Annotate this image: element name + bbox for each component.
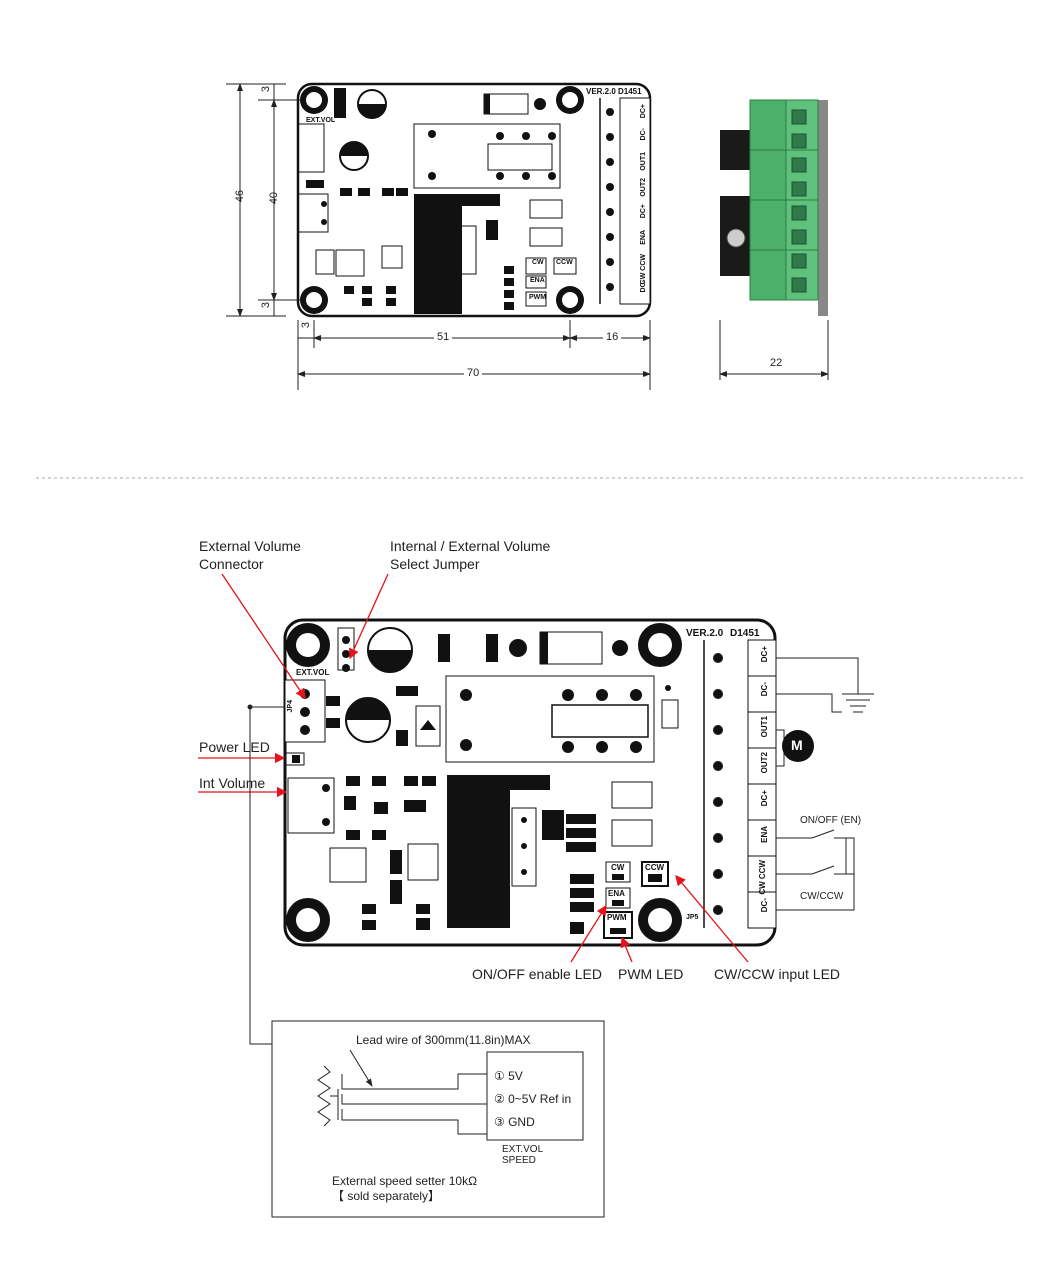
- pcb-led-ccw: CCW: [645, 863, 665, 872]
- pcb-jp5: JP5: [686, 914, 699, 921]
- ext-vol-box-label-1: EXT.VOL: [502, 1144, 544, 1155]
- top-led-pwm: PWM: [529, 294, 547, 301]
- pcb-jp4: JP4: [287, 700, 294, 713]
- side-view: [720, 99, 828, 316]
- pin-5v: ① 5V: [494, 1069, 523, 1083]
- main-pcb-drawing: [283, 618, 777, 947]
- dim-inner-w: 51: [434, 331, 453, 343]
- ext-setter-box: [271, 1020, 605, 1218]
- pcb-term-8: DC-: [760, 898, 769, 913]
- pcb-term-1: DC+: [760, 646, 769, 663]
- label-pwm-led: PWM LED: [618, 966, 684, 982]
- label-on-off-led: ON/OFF enable LED: [472, 966, 602, 982]
- dim-side-w: 22: [770, 357, 783, 369]
- label-power-led: Power LED: [199, 739, 270, 755]
- label-int-volume: Int Volume: [199, 775, 266, 791]
- pcb-led-pwm: PWM: [607, 913, 627, 922]
- top-model: D1451: [618, 87, 642, 96]
- pcb-term-4: OUT2: [760, 752, 769, 774]
- pcb-led-cw: CW: [611, 863, 625, 872]
- dim-h-total: 46: [234, 190, 246, 203]
- setter-caption-2: 【 sold separately】: [332, 1189, 441, 1203]
- label-on-off-en: ON/OFF (EN): [800, 815, 862, 826]
- top-term-3: OUT1: [640, 152, 647, 171]
- ext-vol-link: [247, 704, 285, 1045]
- dim-right-w: 16: [603, 331, 622, 343]
- dim-h-inner: 40: [268, 192, 280, 205]
- top-term-6: ENA: [640, 230, 647, 245]
- pcb-term-3: OUT1: [760, 716, 769, 738]
- top-term-8: DC-: [640, 280, 647, 293]
- dim-total-w: 70: [464, 367, 483, 379]
- top-term-2: DC-: [640, 128, 647, 141]
- pin-gnd: ③ GND: [494, 1115, 535, 1129]
- pcb-ext-vol: EXT.VOL: [296, 668, 330, 677]
- pcb-term-7: CW CCW: [758, 860, 767, 895]
- motor-symbol: [782, 730, 814, 762]
- pcb-led-ena: ENA: [608, 889, 625, 898]
- label-ext-vol-connector-2: Connector: [199, 556, 264, 572]
- top-ext-vol: EXT.VOL: [306, 117, 336, 124]
- dim-top-margin: 3: [260, 86, 272, 93]
- label-cw-ccw-led: CW/CCW input LED: [714, 966, 841, 982]
- label-cw-ccw: CW/CCW: [800, 891, 844, 902]
- top-term-1: DC+: [640, 104, 647, 119]
- pcb-term-5: DC+: [760, 790, 769, 807]
- pcb-term-2: DC-: [760, 682, 769, 697]
- dim-bottom-margin: 3: [260, 302, 272, 309]
- label-ext-vol-connector-1: External Volume: [199, 538, 301, 554]
- top-term-5: DC+: [640, 204, 647, 219]
- motor-label: M: [791, 737, 803, 753]
- top-term-4: OUT2: [640, 178, 647, 197]
- ext-vol-box-label-2: SPEED: [502, 1155, 536, 1166]
- annotation-lines: [198, 573, 749, 963]
- label-jumper-2: Select Jumper: [390, 556, 480, 572]
- top-led-ena: ENA: [530, 277, 545, 284]
- top-pcb-drawing: [296, 82, 652, 318]
- top-version: VER.2.0: [586, 87, 616, 96]
- setter-caption-1: External speed setter 10kΩ: [332, 1174, 478, 1188]
- pcb-term-6: ENA: [760, 826, 769, 843]
- label-jumper-1: Internal / External Volume: [390, 538, 551, 554]
- pcb-model: D1451: [730, 628, 760, 639]
- external-wiring: [776, 657, 874, 911]
- pcb-version: VER.2.0: [686, 628, 724, 639]
- top-led-cw: CW: [532, 259, 544, 266]
- top-led-ccw: CCW: [556, 259, 573, 266]
- pin-ref-in: ② 0~5V Ref in: [494, 1092, 572, 1106]
- lead-wire-label: Lead wire of 300mm(11.8in)MAX: [356, 1033, 531, 1047]
- dim-left-margin: 3: [300, 322, 312, 329]
